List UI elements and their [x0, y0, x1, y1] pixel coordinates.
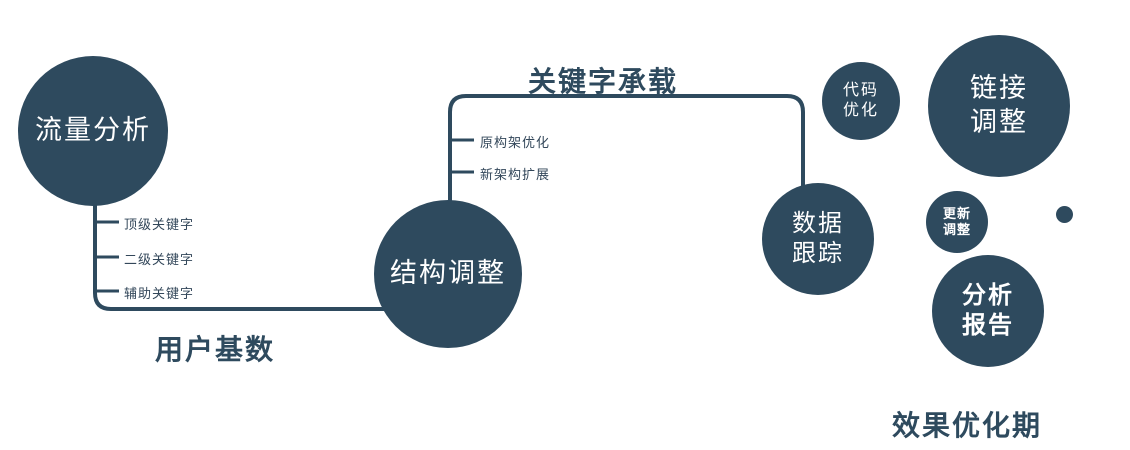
connector-traffic-to-structure	[93, 140, 452, 311]
branch-new-architecture: 新架构扩展	[480, 167, 551, 182]
footer-phase-label: 效果优化期	[892, 410, 1043, 441]
structure-branch-ticks	[450, 138, 474, 174]
node-update-adjustment: 更新 调整	[926, 191, 988, 253]
branch-second-keywords: 二级关键字	[124, 252, 195, 267]
branch-auxiliary-keywords: 辅助关键字	[124, 286, 195, 301]
node-code-optimization-line2: 优化	[842, 102, 879, 119]
node-code-optimization: 代码 优化	[822, 62, 900, 140]
node-data-tracking-line1: 数据	[792, 210, 844, 237]
small-dot-marker	[1056, 206, 1073, 223]
branch-top-keywords: 顶级关键字	[124, 217, 195, 232]
node-code-optimization-line1: 代码	[842, 82, 879, 99]
node-traffic-analysis: 流量分析	[18, 56, 168, 206]
node-traffic-analysis-label: 流量分析	[35, 115, 151, 146]
node-update-adjustment-line2: 调整	[942, 222, 971, 237]
node-update-adjustment-line1: 更新	[942, 205, 971, 221]
node-link-adjustment: 链接 调整	[928, 35, 1070, 177]
node-link-adjustment-line2: 调整	[970, 107, 1028, 137]
connector-structure-to-tracking	[448, 94, 805, 240]
edge-label-keyword-carry: 关键字承载	[528, 66, 679, 97]
node-analysis-report: 分析 报告	[932, 255, 1044, 367]
edge-label-user-base: 用户基数	[155, 334, 276, 365]
node-structure-adjustment-label: 结构调整	[390, 258, 506, 289]
traffic-branch-ticks	[95, 220, 119, 293]
node-analysis-report-line1: 分析	[962, 282, 1014, 309]
node-data-tracking: 数据 跟踪	[762, 183, 874, 295]
branch-original-architecture: 原构架优化	[480, 135, 551, 150]
node-analysis-report-line2: 报告	[962, 312, 1014, 339]
node-data-tracking-line2: 跟踪	[792, 240, 844, 267]
node-link-adjustment-line1: 链接	[970, 73, 1028, 104]
node-structure-adjustment: 结构调整	[374, 200, 522, 348]
